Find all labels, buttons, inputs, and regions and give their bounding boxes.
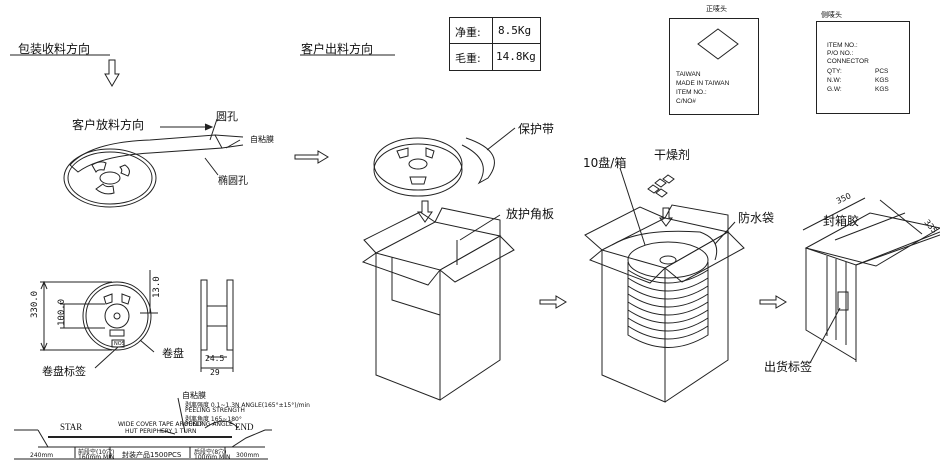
reel-with-tape [63,134,244,208]
cover-tape-label: 自粘膜 [182,391,206,400]
open-box-corner-board [361,207,515,401]
end-label: END [235,422,254,432]
reel-tag-label: 卷盘标签 [42,365,86,378]
seg-front-empty: 前段空(10穴) [78,449,115,456]
net-weight-label: 净重: [455,26,481,39]
gross-weight-value: 14.8Kg [496,50,536,63]
seg-100: 100mm MIN [194,454,231,461]
moisture-bag-label: 防水袋 [738,211,775,225]
seal-tape-label: 封箱胶 [823,214,860,228]
seg-product: 封装产品1500PCS [122,451,182,459]
side-mark-line-3: CONNECTOR [827,58,869,65]
open-box-reels [584,204,745,403]
sealed-box [802,197,940,364]
corner-board-label: 放护角板 [506,207,555,221]
gross-weight-label: 毛重: [455,52,481,65]
side-mark-nw-val: KGS [875,77,889,84]
protect-band-label: 保护带 [518,122,555,136]
customer-out-heading: 客户出料方向 [301,42,374,56]
dim-29: 29 [210,368,220,377]
weight-table: 净重: 8.5Kg 毛重: 14.8Kg [449,17,541,71]
oval-hole-label: 椭圆孔 [218,176,248,187]
ship-label-label: 出货标签 [764,360,813,374]
reel-front-view [40,270,158,352]
wide-cover-2: HUT PERIPHERY 1 TURN [125,428,197,435]
reel-label: 卷盘 [162,347,184,360]
front-mark-line-2: MADE IN TAIWAN [676,80,730,87]
seg-160: 160mm MIN [78,454,115,461]
side-mark-box: ITEM NO.: P/O NO.: CONNECTOR QTY: PCS N.… [816,21,910,114]
down-arrow-icon [104,59,120,87]
reel-label-box-text: NOS [114,341,125,347]
tape-spec-1: 剥离强度 0.1~1.3N ANGLE(165°±15°)/min [185,402,310,409]
tape-spec-3: 剥离角度 165~180° [185,416,242,423]
desiccant-label: 干燥剂 [654,148,691,162]
side-mark-gw-val: KGS [875,86,889,93]
pack-direction-heading: 包装收料方向 [18,42,91,56]
seg-back-empty: 后段空(8穴) [194,449,227,456]
dim-330: 330.0 [30,290,40,318]
tape-strip [14,397,272,460]
wide-cover-1: WIDE COVER TAPE AROUND [118,421,202,428]
seg-300: 300mm [236,452,260,459]
dim-100: 100.0 [57,298,67,326]
reels-per-box-label: 10盘/箱 [583,156,627,170]
seg-240: 240mm [30,452,54,459]
side-mark-nw-key: N.W: [827,77,842,84]
reel-protect-band [373,127,516,197]
side-mark-title: 侧唛头 [821,11,842,19]
customer-feed-label: 客户放料方向 [72,118,145,132]
side-mark-qty-key: QTY: [827,68,842,75]
tape-spec-4: PEELING ANGLE [185,421,233,428]
front-mark-title: 正唛头 [706,5,727,13]
front-mark-line-3: ITEM NO.: [676,89,707,96]
front-mark-line-1: TAIWAN [676,71,701,78]
round-hole-label: 圆孔 [216,110,238,123]
side-mark-line-1: ITEM NO.: [827,42,858,49]
tape-label: 自粘膜 [250,135,274,144]
side-mark-gw-key: G.W: [827,86,842,93]
dim-13: 13.0 [152,276,162,298]
tape-spec-2: PEELING STRENGTH [185,407,245,414]
reel-side-view [200,279,234,372]
front-mark-line-4: C/NO# [676,98,696,105]
side-mark-qty-val: PCS [875,68,889,75]
side-mark-line-2: P/O NO.: [827,50,854,57]
diamond-icon [697,28,739,60]
net-weight-value: 8.5Kg [498,24,532,37]
front-mark-box: TAIWAN MADE IN TAIWAN ITEM NO.: C/NO# [669,18,759,115]
desiccant-packets [647,174,675,227]
star-label: STAR [60,422,83,432]
dim-24-5: 24.5 [205,354,225,363]
